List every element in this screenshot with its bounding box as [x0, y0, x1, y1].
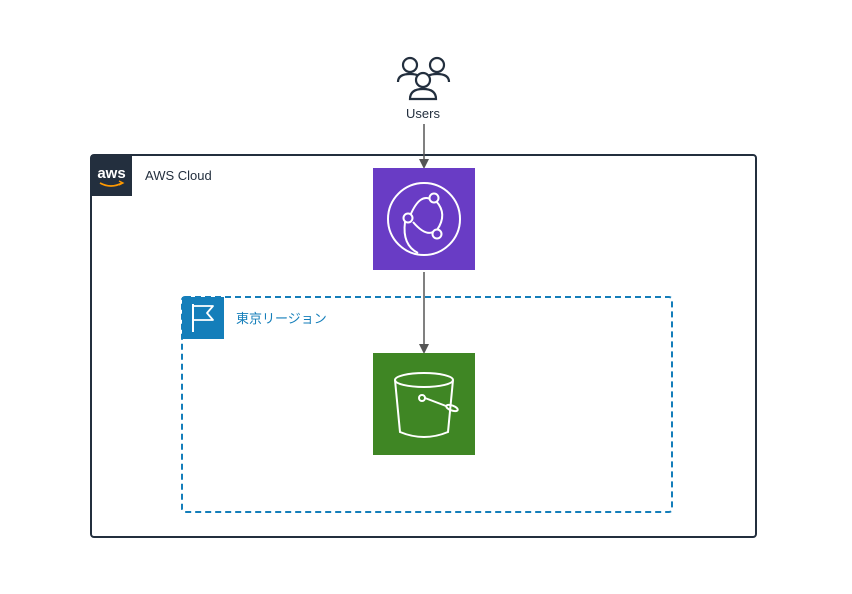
aws-logo-icon: aws — [91, 155, 132, 196]
users-node[interactable]: Users — [396, 56, 451, 121]
cloudfront-node[interactable] — [373, 168, 475, 270]
aws-cloud-label: AWS Cloud — [145, 168, 212, 183]
region-label: 東京リージョン — [236, 311, 327, 326]
region-group[interactable]: 東京リージョン — [181, 296, 673, 513]
s3-node[interactable] — [373, 353, 475, 455]
users-icon — [396, 56, 451, 101]
users-label: Users — [406, 106, 440, 121]
s3-tile — [373, 353, 475, 455]
region-border — [181, 296, 673, 513]
flag-icon — [182, 297, 224, 339]
s3-bucket-icon — [394, 372, 459, 438]
cloudfront-tile — [373, 168, 475, 270]
cloudfront-icon — [387, 182, 461, 256]
aws-logo-text: aws — [97, 165, 125, 182]
